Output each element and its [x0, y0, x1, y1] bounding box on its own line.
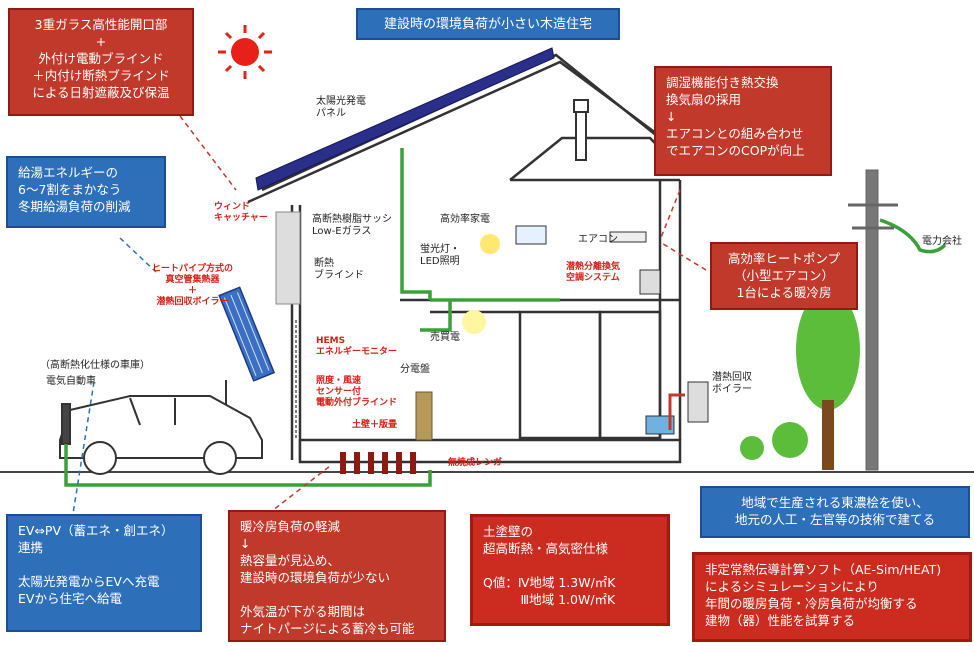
callout-line [483, 557, 657, 574]
ev-charger [61, 403, 71, 445]
callout-heatpump-box: 高効率ヒートポンプ （小型エアコン） 1台による暖冷房 [710, 242, 858, 310]
callout-line [18, 556, 190, 573]
house-outline [247, 53, 682, 464]
callout-line: 暖冷房負荷の軽減 [240, 519, 341, 534]
callout-line: によるシミュレーションにより [705, 579, 879, 594]
lamp-icon [480, 234, 500, 254]
earth-floor-label: 土壁＋版畳 [352, 420, 398, 430]
appliance-icon [515, 225, 547, 245]
callout-line: ↓ [240, 536, 251, 551]
boiler-label: 潜熱回収 ボイラー [712, 372, 752, 395]
callout-line: 非定常熱伝導計算ソフト（AE-Sim/HEAT) [705, 562, 942, 577]
callout-line: 1台による暖冷房 [736, 285, 832, 300]
callout-window-box: 3重ガラス高性能開口部 + 外付け電動ブラインド ＋内付け断熱ブラインド による… [8, 8, 194, 116]
panel-label: 分電盤 [400, 364, 430, 375]
boiler-icon [687, 381, 709, 423]
solar-panel-label: 太陽光発電 パネル [316, 96, 366, 119]
callout-line [240, 586, 434, 603]
aircon-icon [609, 231, 647, 243]
callout-ventilation [659, 189, 681, 241]
callout-line: 外付け電動ブラインド [38, 51, 164, 66]
callout-line: による日射遮蔽及び保温 [32, 85, 170, 100]
hems-label: HEMS エネルギーモニター [316, 336, 398, 357]
callout-line: 高効率ヒートポンプ [727, 251, 841, 266]
callout-line: 調湿機能付き熱交換 [666, 75, 779, 90]
callout-line: 換気扇の採用 [666, 92, 742, 107]
solar-collector [218, 286, 276, 382]
callout-ev-box: EV⇔PV（蓄エネ・創エネ） 連携 太陽光発電からEVへ充電 EVから住宅へ給電 [6, 514, 202, 632]
garage-label: （高断熱化仕様の車庫） [40, 360, 150, 371]
vent-unit-icon [639, 269, 661, 295]
electric-car [59, 395, 263, 475]
earth-wall-column [415, 391, 433, 441]
callout-line: ↓ [666, 109, 677, 124]
page-title: 建設時の環境負荷が小さい木造住宅 [356, 8, 620, 40]
callout-line: EVから住宅へ給電 [18, 591, 122, 606]
sun-icon [218, 25, 272, 79]
callout-line: ＋内付け断熱ブラインド [32, 68, 170, 83]
window-sash [275, 211, 301, 305]
callout-heatpump [659, 241, 707, 271]
callout-line: 地域で生産される東濃桧を使い、 [741, 495, 929, 510]
sensor-blind-label: 照度・風速 センサー付 電動外付ブラインド [316, 376, 398, 408]
callout-line: + [95, 34, 107, 49]
meter-label: 売買電 [430, 332, 460, 343]
bathtub-icon [645, 415, 675, 435]
pipes [668, 393, 685, 430]
callout-window [179, 115, 237, 191]
callout-line: 年間の暖房負荷・冷房負荷が均衡する [705, 596, 918, 611]
callout-line: Ⅲ地域 1.0W/㎡K [483, 592, 616, 607]
callout-line: 建設時の環境負荷が少ない [240, 570, 391, 585]
wind-catcher-label: ウィンド キャッチャー [214, 202, 268, 223]
callout-line: 建物（器）性能を試算する [705, 613, 856, 628]
heat-pipe-label: ヒートパイプ方式の 真空管集熱器 ＋ 潜熱回収ボイラー [152, 264, 234, 307]
brick-label: 無焼成レンガ [448, 458, 503, 468]
callout-cedar-box: 地域で生産される東濃桧を使い、 地元の人工・左官等の技術で建てる [700, 486, 970, 538]
callout-line: エアコンとの組み合わせ [666, 126, 804, 141]
callout-line: 土塗壁の [483, 524, 534, 539]
callout-hotwater-box: 給湯エネルギーの 6〜7割をまかなう 冬期給湯負荷の削減 [6, 156, 166, 228]
vent-system-label: 潜熱分離換気 空調システム [566, 262, 621, 283]
callout-line: 給湯エネルギーの [18, 165, 119, 180]
callout-line: ナイトパージによる蓄冷も可能 [240, 621, 415, 636]
trees [740, 290, 860, 470]
callout-line: でエアコンのCOPが向上 [666, 143, 805, 158]
callout-ventilation-box: 調湿機能付き熱交換 換気扇の採用 ↓ エアコンとの組み合わせ でエアコンのCOP… [654, 66, 832, 176]
callout-line: 熱容量が見込め、 [240, 553, 341, 568]
unfired-bricks [340, 452, 416, 474]
utility-pole [848, 169, 898, 471]
led-light-icon [462, 310, 486, 334]
solar-panel [255, 47, 555, 191]
power-cables [64, 148, 947, 487]
ev-label: 電気自動車 [46, 376, 96, 387]
sash-label: 高断熱樹脂サッシ Low-Eガラス [312, 214, 392, 237]
callout-wall-box: 土塗壁の 超高断熱・高気密仕様 Q値：Ⅳ地域 1.3W/㎡K Ⅲ地域 1.0W/… [470, 514, 670, 626]
blind-label: 断熱 ブラインド [314, 258, 364, 281]
callout-line: Q値：Ⅳ地域 1.3W/㎡K [483, 575, 616, 590]
callout-line: 3重ガラス高性能開口部 [34, 17, 168, 32]
callout-line: 超高断熱・高気密仕様 [483, 541, 609, 556]
callout-hotwater [119, 237, 157, 273]
callout-software-box: 非定常熱伝導計算ソフト（AE-Sim/HEAT) によるシミュレーションにより … [692, 552, 972, 642]
aircon-label: エアコン [578, 234, 618, 245]
callout-line: 6〜7割をまかなう [18, 182, 122, 197]
power-company-label: 電力会社 [922, 236, 962, 247]
callout-line: （小型エアコン） [733, 268, 834, 283]
callout-cooling [267, 465, 331, 515]
callout-cooling-box: 暖冷房負荷の軽減 ↓ 熱容量が見込め、 建設時の環境負荷が少ない 外気温が下がる… [228, 510, 446, 642]
callout-line: 外気温が下がる期間は [240, 604, 366, 619]
appliance-label: 高効率家電 [440, 214, 490, 225]
callout-line: 地元の人工・左官等の技術で建てる [734, 512, 935, 527]
callout-line: 太陽光発電からEVへ充電 [18, 574, 160, 589]
callout-line: 冬期給湯負荷の削減 [18, 199, 131, 214]
callout-line: 連携 [18, 540, 44, 555]
vent-stack [573, 99, 589, 161]
lighting-label: 蛍光灯・ LED照明 [420, 244, 460, 267]
callout-line: EV⇔PV（蓄エネ・創エネ） [18, 523, 174, 538]
